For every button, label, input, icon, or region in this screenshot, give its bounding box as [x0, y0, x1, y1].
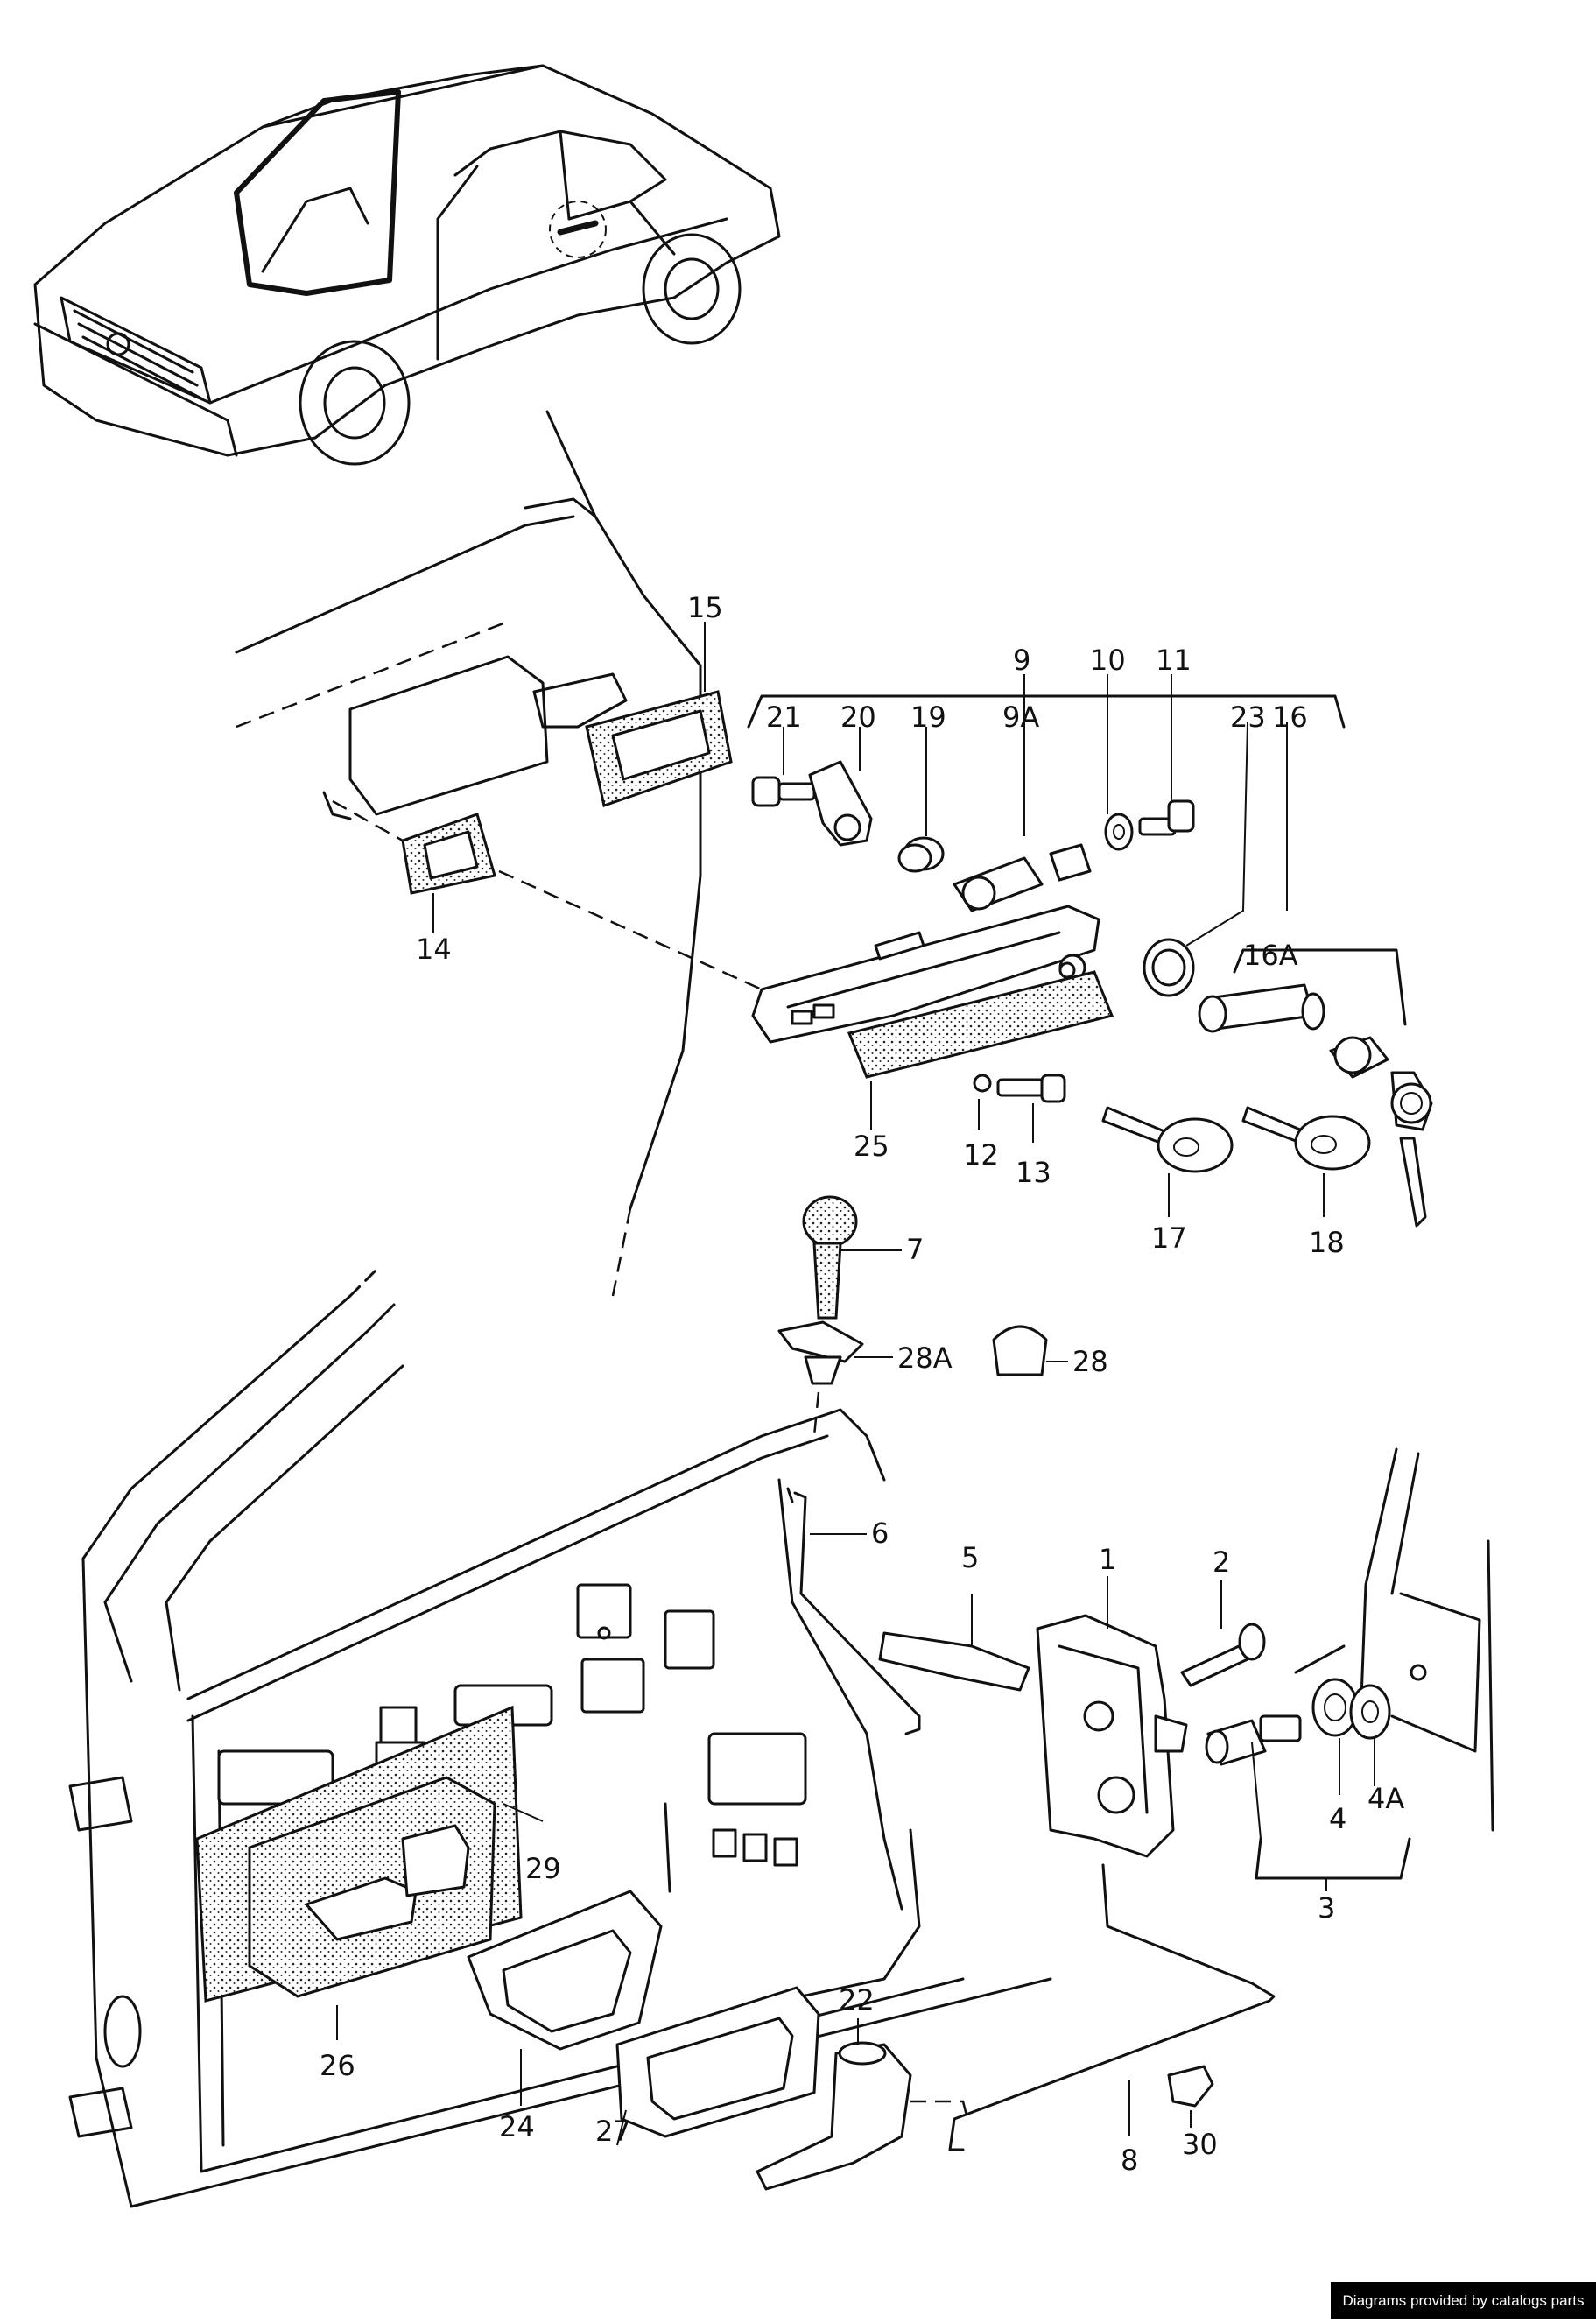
label-9: 9 [1013, 644, 1030, 677]
part-28a-guide [777, 1320, 893, 1385]
label-3: 3 [1318, 1891, 1335, 1925]
label-22: 22 [839, 1983, 875, 2017]
label-30: 30 [1182, 2128, 1218, 2161]
part-4-washer [1311, 1678, 1359, 1795]
part-4a-plate [1349, 1684, 1391, 1786]
label-6: 6 [871, 1517, 889, 1550]
label-29: 29 [525, 1852, 561, 1885]
label-26: 26 [320, 2049, 355, 2082]
part-25-seal-strip [847, 970, 1114, 1130]
label-25: 25 [854, 1130, 889, 1163]
label-23: 23 [1230, 700, 1266, 734]
part-26-insulation [195, 1705, 523, 2040]
part-16-lock-cylinder [1198, 722, 1433, 1228]
label-24: 24 [499, 2110, 535, 2143]
label-14: 14 [416, 933, 452, 966]
part-27-escutcheon [615, 1986, 820, 2146]
part-9a-door-handle [751, 843, 1100, 1044]
part-11-screw [1138, 674, 1195, 836]
label-9a: 9A [1002, 700, 1039, 734]
label-1: 1 [1099, 1543, 1116, 1576]
part-3-striker [1205, 1714, 1302, 1766]
label-10: 10 [1090, 644, 1126, 677]
label-11: 11 [1156, 644, 1192, 677]
label-12: 12 [963, 1138, 999, 1172]
label-28: 28 [1072, 1345, 1108, 1378]
label-18: 18 [1309, 1226, 1345, 1259]
label-16: 16 [1272, 700, 1308, 734]
part-5-link [878, 1594, 1030, 1692]
part-18-key [1241, 1106, 1371, 1217]
part-12-clip [973, 1074, 992, 1130]
part-28-guide [992, 1325, 1068, 1376]
part-21-screw [751, 727, 816, 807]
door-outer-panel [235, 410, 702, 1210]
part-20-lever [808, 727, 873, 847]
part-30-clip [1167, 2065, 1214, 2128]
part-7-lock-knob [802, 1195, 902, 1320]
part-13-screw [996, 1074, 1066, 1143]
label-15: 15 [687, 591, 723, 624]
part-29-pad [503, 1803, 544, 1822]
label-4: 4 [1329, 1802, 1346, 1835]
credit-banner: Diagrams provided by catalogs parts [1331, 2282, 1596, 2319]
label-5: 5 [961, 1541, 979, 1574]
part-24-handle-housing [467, 1890, 663, 2106]
label-13: 13 [1016, 1156, 1051, 1189]
part-8-rod [948, 1863, 1276, 2151]
label-28a: 28A [897, 1341, 953, 1375]
group-bracket-3 [1251, 1742, 1411, 1891]
label-19: 19 [910, 700, 946, 734]
callout-labels: 9 9A 10 11 15 21 20 19 23 16 16A 14 25 1… [320, 591, 1404, 2177]
label-7: 7 [906, 1233, 924, 1266]
label-27: 27 [595, 2115, 631, 2148]
group-bracket-9 [747, 674, 1346, 836]
label-2: 2 [1213, 1545, 1230, 1579]
car-illustration [33, 64, 781, 466]
label-17: 17 [1151, 1221, 1187, 1255]
part-14-gasket [332, 799, 763, 991]
part-2-screw [1180, 1580, 1266, 1687]
part-17-key [1101, 1106, 1234, 1217]
part-15-gasket [585, 622, 733, 807]
label-20: 20 [840, 700, 876, 734]
part-10-washer [1104, 674, 1134, 851]
part-19-spring [897, 727, 945, 873]
part-1-door-lock [1036, 1576, 1188, 1858]
label-21: 21 [766, 700, 802, 734]
part-22-inner-handle [756, 2018, 969, 2191]
label-4a: 4A [1367, 1782, 1404, 1815]
part-6-rod [786, 1487, 921, 1735]
door-jamb [1294, 1447, 1494, 1832]
label-8: 8 [1121, 2143, 1138, 2177]
label-16a: 16A [1243, 939, 1298, 972]
part-23-bezel [1143, 722, 1248, 997]
